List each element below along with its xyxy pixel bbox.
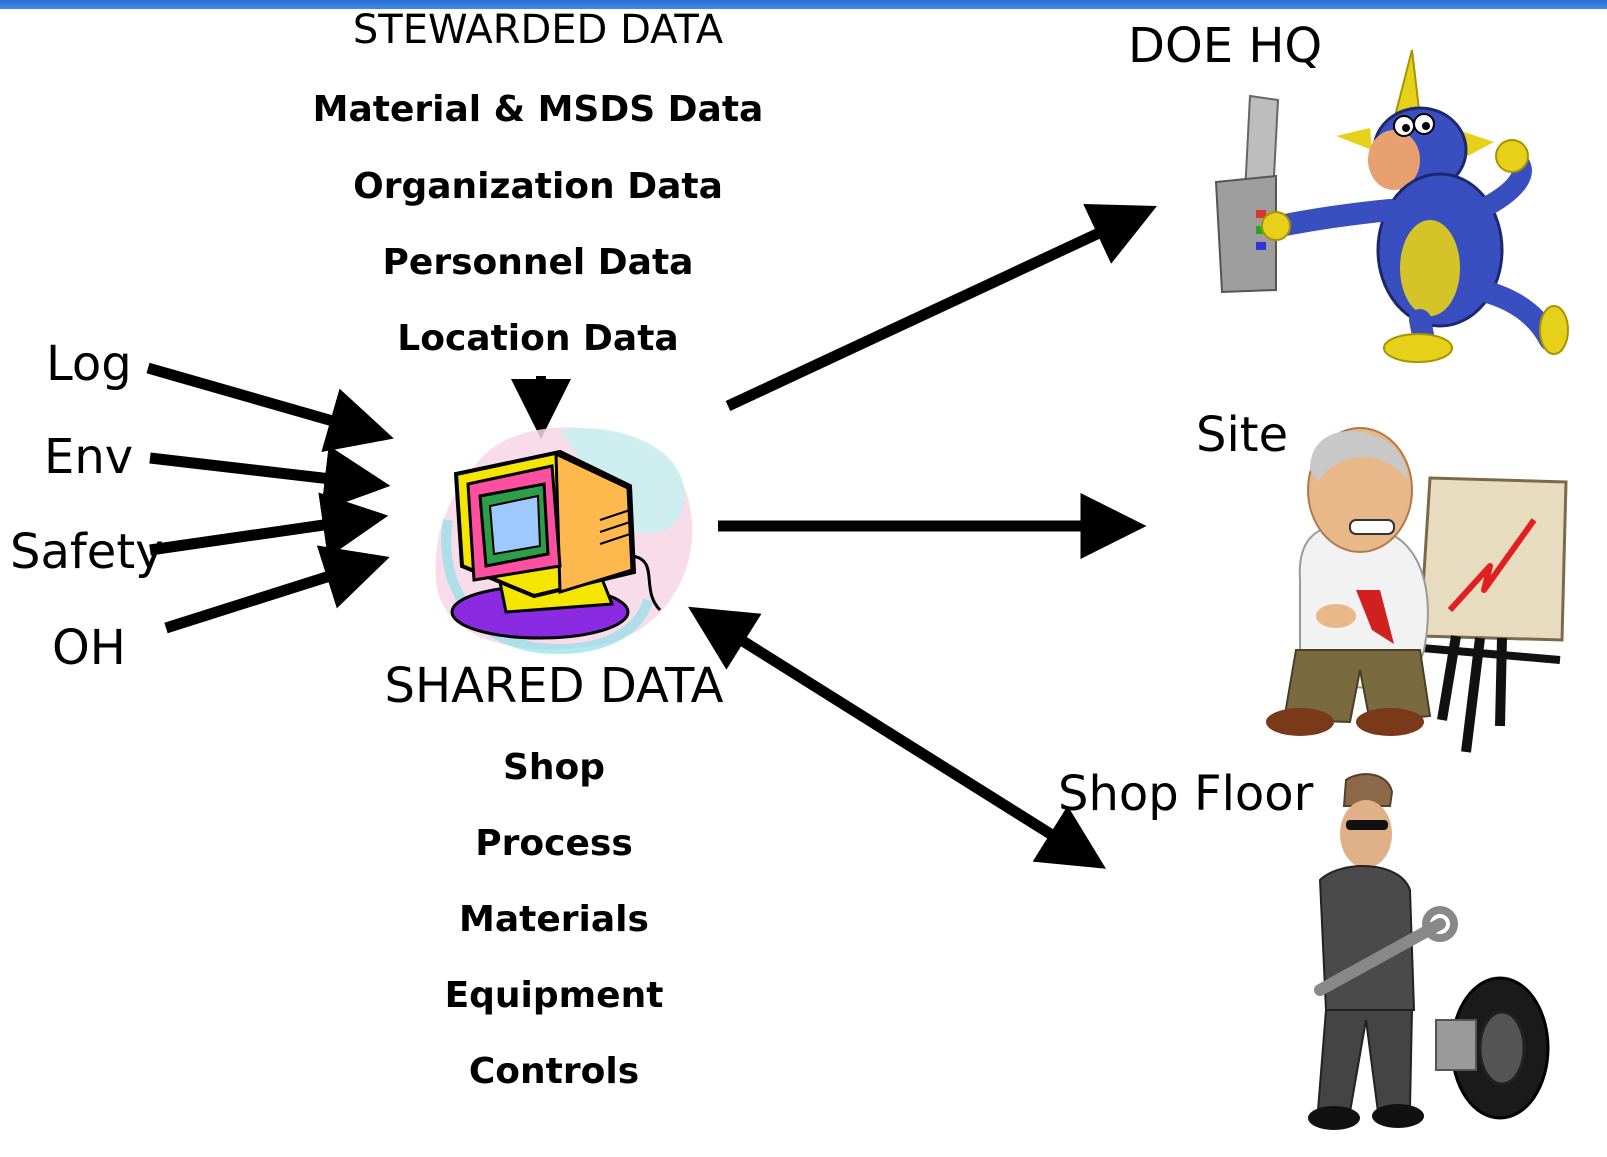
input-label-env: Env <box>44 429 134 485</box>
arrow-oh <box>164 545 390 634</box>
computer-clipart-icon <box>435 427 693 654</box>
stewarded-item: Personnel Data <box>382 242 694 283</box>
shared-item: Equipment <box>444 975 664 1016</box>
stewarded-data-title: STEWARDED DATA <box>352 7 724 53</box>
shared-item: Shop <box>502 747 606 788</box>
mechanic-cartoon-icon <box>1308 773 1550 1130</box>
arrow-to-doe-hq <box>725 204 1157 411</box>
stewarded-item: Location Data <box>397 318 679 359</box>
destination-label-doe-hq: DOE HQ <box>1128 18 1323 74</box>
shared-item: Controls <box>468 1051 640 1092</box>
shared-data-title: SHARED DATA <box>384 658 724 714</box>
presenter-cartoon-icon <box>1266 427 1568 753</box>
input-label-safety: Safety <box>10 524 164 580</box>
input-label-log: Log <box>46 336 132 392</box>
arrow-log <box>146 362 394 453</box>
shared-item: Materials <box>459 899 649 940</box>
arrow-env <box>149 445 391 512</box>
stewarded-item: Organization Data <box>353 166 723 207</box>
input-arrows <box>146 362 394 634</box>
superhero-cartoon-icon <box>1214 49 1569 363</box>
input-label-oh: OH <box>52 620 126 676</box>
arrow-shop-floor-bidirectional <box>688 606 1106 869</box>
shared-item: Process <box>475 823 633 864</box>
top-accent-bar <box>0 0 1607 9</box>
arrow-safety <box>149 492 389 558</box>
destination-label-site: Site <box>1196 407 1289 463</box>
stewarded-item: Material & MSDS Data <box>312 89 764 130</box>
